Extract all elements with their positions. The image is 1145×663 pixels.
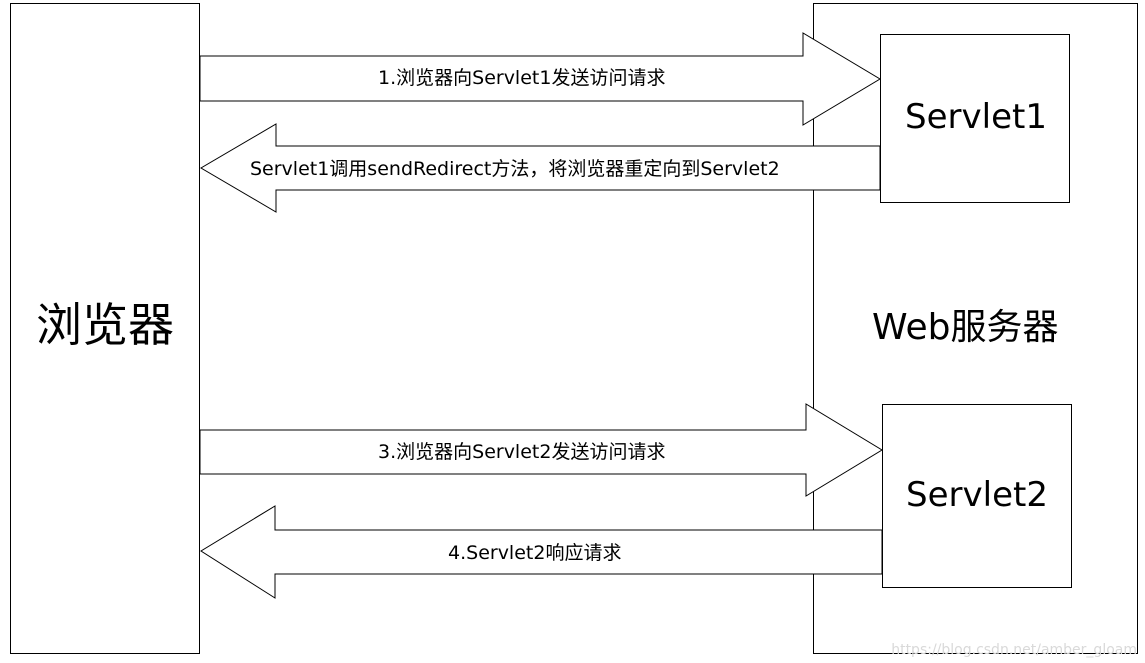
arrow-response bbox=[200, 505, 883, 599]
arrow-redirect-label: Servlet1调用sendRedirect方法，将浏览器重定向到Servlet… bbox=[250, 158, 780, 180]
web-server-label: Web服务器 bbox=[872, 307, 1059, 348]
arrow-request-servlet2-label: 3.浏览器向Servlet2发送访问请求 bbox=[378, 441, 666, 463]
browser-box bbox=[10, 3, 200, 654]
servlet1-label: Servlet1 bbox=[905, 97, 1047, 137]
arrow-request-servlet2 bbox=[199, 403, 883, 497]
arrow-redirect bbox=[200, 123, 881, 213]
servlet1-box bbox=[880, 34, 1070, 203]
arrow-request-servlet1 bbox=[199, 32, 881, 126]
servlet2-box bbox=[882, 404, 1072, 588]
arrow-request-servlet1-label: 1.浏览器向Servlet1发送访问请求 bbox=[378, 67, 666, 89]
browser-label: 浏览器 bbox=[36, 298, 174, 352]
arrow-response-label: 4.Servlet2响应请求 bbox=[448, 542, 622, 564]
watermark-text: https://blog.csdn.net/amber_gloam bbox=[891, 642, 1137, 658]
servlet2-label: Servlet2 bbox=[906, 475, 1048, 515]
